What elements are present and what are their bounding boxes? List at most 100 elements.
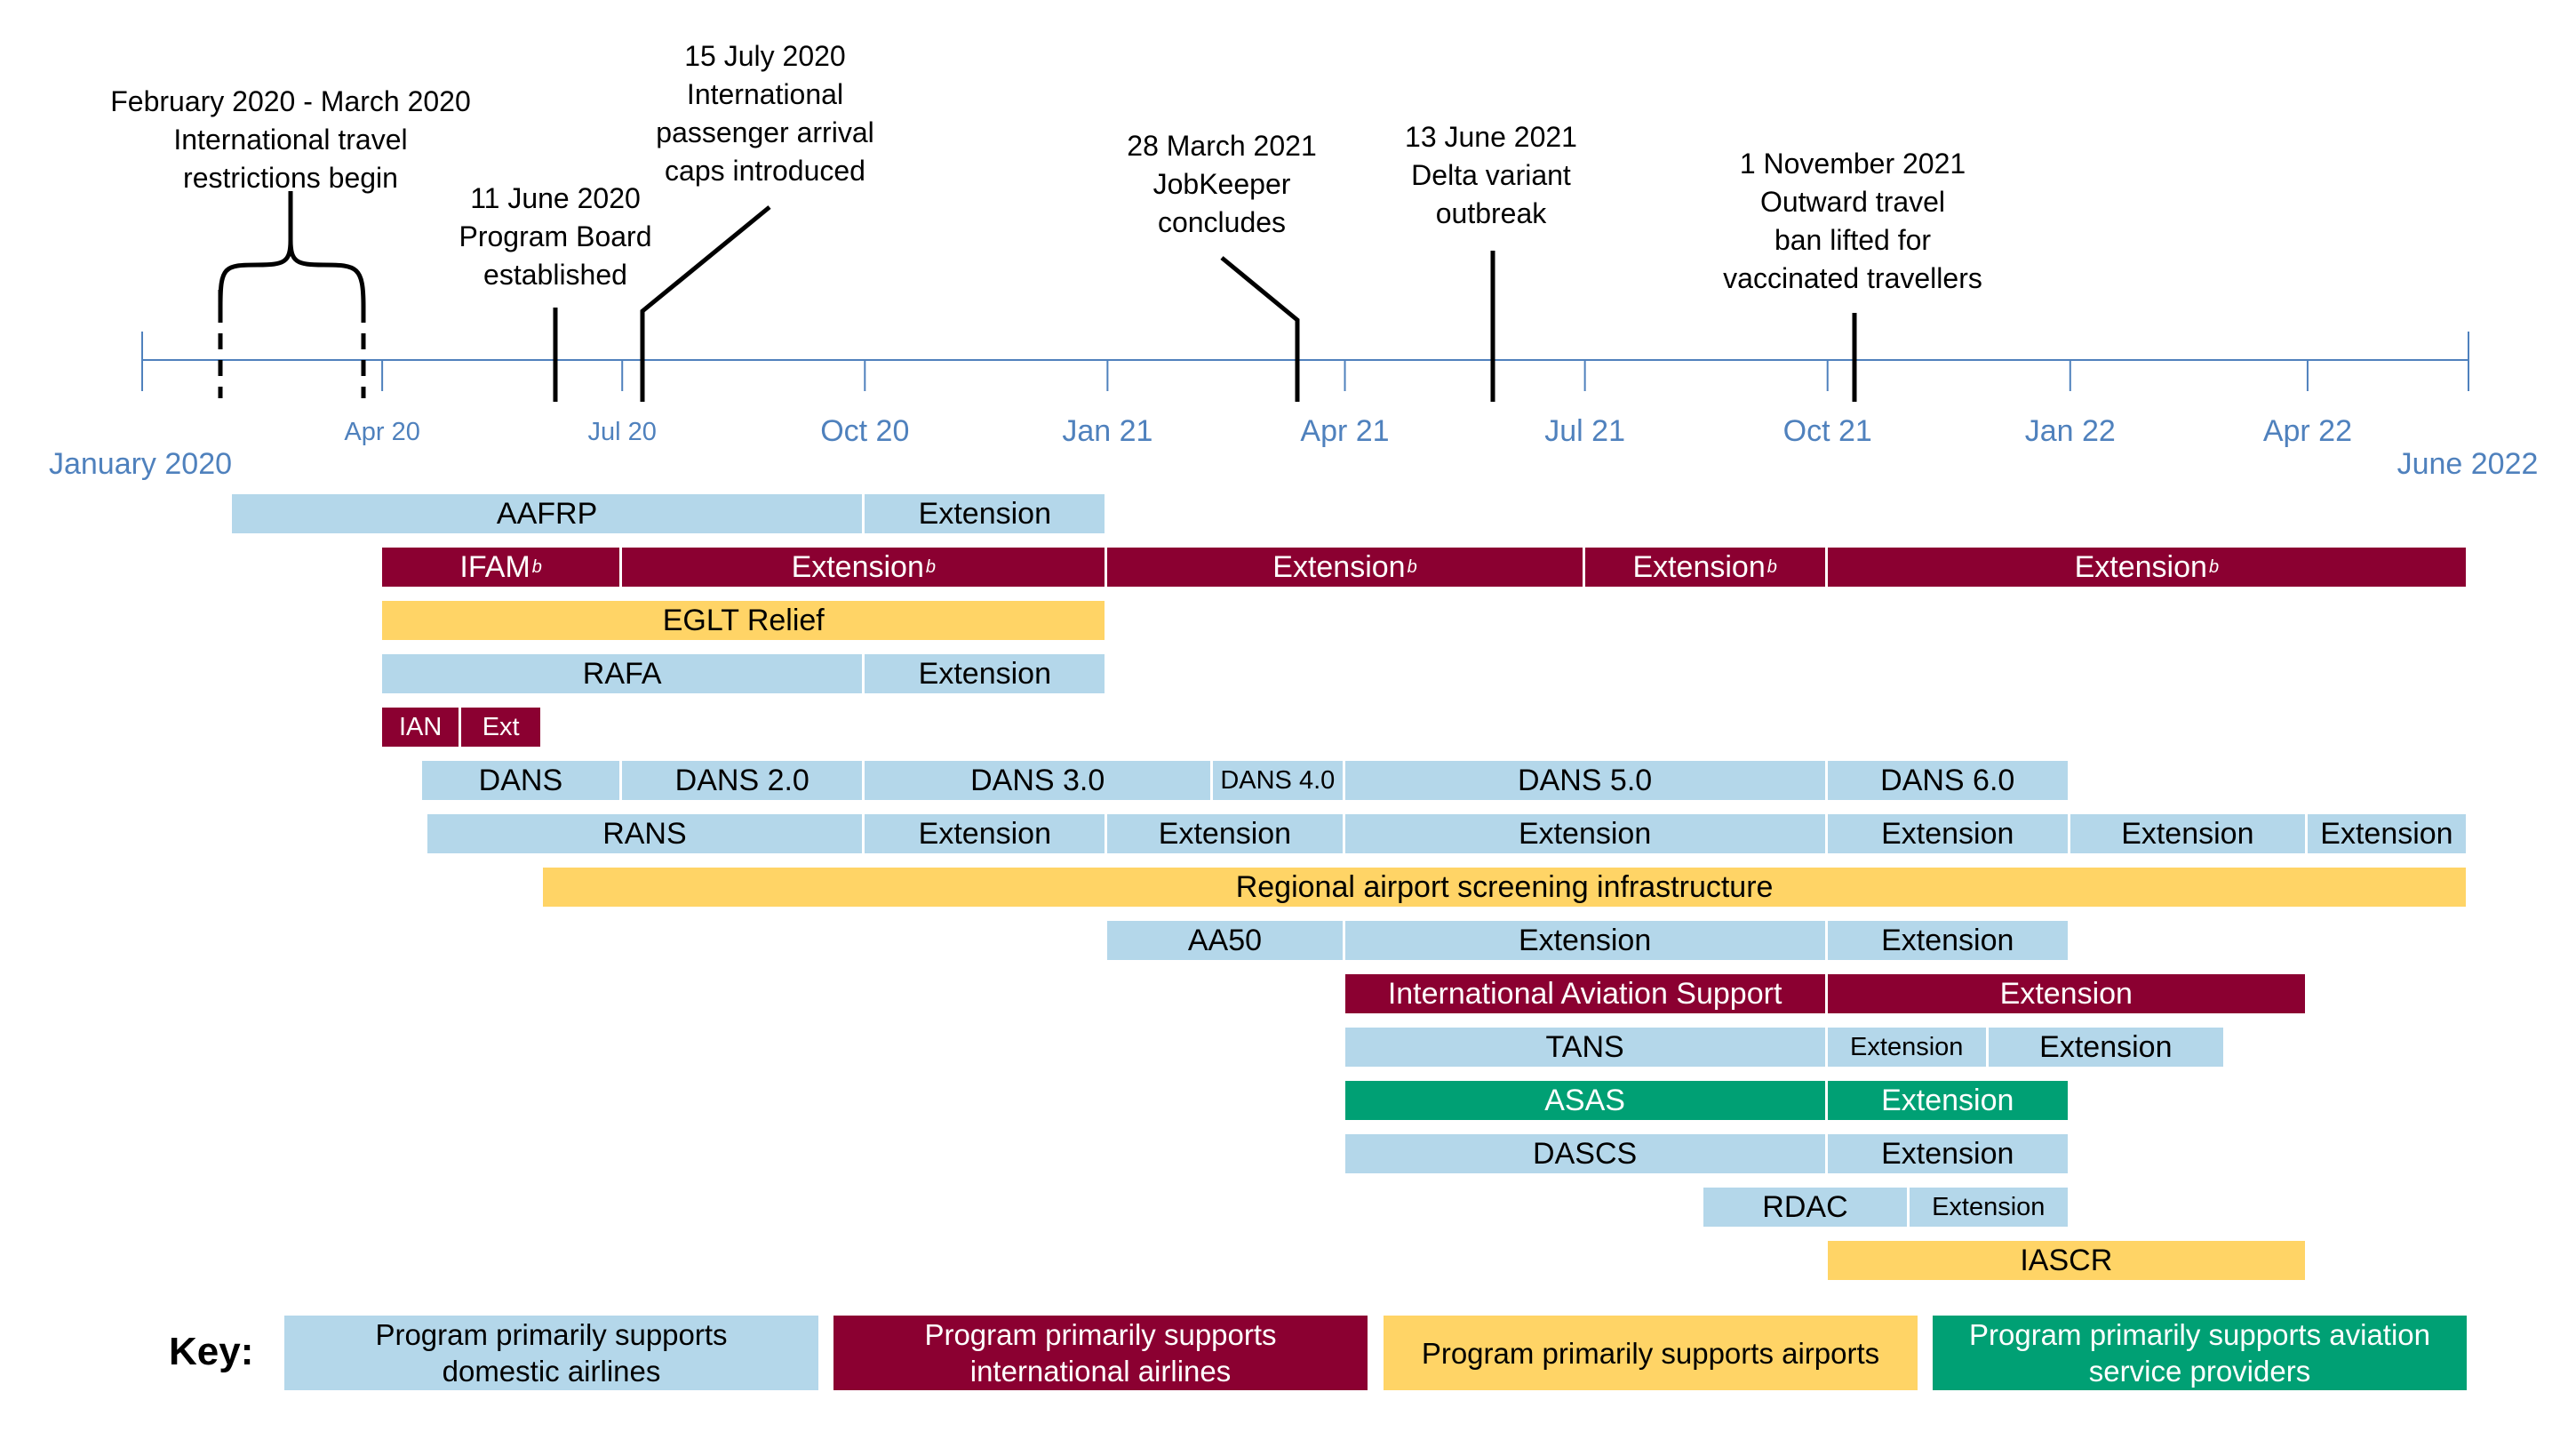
axis-tick-label: Apr 21: [1300, 414, 1390, 448]
program-bar: TANS: [1344, 1028, 1825, 1067]
program-bar-label: Extension: [1272, 549, 1406, 584]
key-item-text: Program primarily supports: [924, 1318, 1277, 1351]
event-text-line: Program Board: [459, 220, 652, 252]
key-item-airports: Program primarily supports airports: [1384, 1316, 1918, 1390]
program-bar-label: RDAC: [1762, 1189, 1848, 1224]
program-bar-label: Extension: [1632, 549, 1766, 584]
key-title: Key:: [169, 1330, 254, 1373]
program-bar: Extension: [1827, 1081, 2068, 1120]
program-bar-label: DANS 3.0: [970, 763, 1105, 797]
program-bar: DANS 3.0: [865, 761, 1211, 800]
program-bar-label: Extension: [918, 656, 1051, 691]
program-bar: RDAC: [1703, 1188, 1907, 1227]
key-item-text: service providers: [2088, 1355, 2311, 1388]
program-bar-label: Extension: [918, 496, 1051, 531]
program-bar-label: Extension: [918, 816, 1051, 851]
program-bar: Extension: [865, 654, 1105, 693]
event-text-line: concludes: [1157, 206, 1287, 238]
program-bar: ASAS: [1344, 1081, 1825, 1120]
event-text-line: February 2020 - March 2020: [110, 85, 471, 117]
program-bar-label: AA50: [1187, 923, 1263, 957]
program-bar: RAFA: [382, 654, 863, 693]
program-bar-label: Extension: [2121, 816, 2254, 851]
marker-jobkeeper: [1220, 256, 1300, 402]
program-bar: Extension: [1827, 1134, 2068, 1173]
program-bar: Extension: [1827, 814, 2068, 853]
program-bar-label: DANS 5.0: [1518, 763, 1653, 797]
event-text-line: 1 November 2021: [1739, 148, 1966, 180]
program-bar: International Aviation Support: [1344, 974, 1825, 1013]
event-text-line: vaccinated travellers: [1723, 262, 1982, 294]
event-text-line: 13 June 2021: [1405, 121, 1577, 153]
program-bar-label: DANS 6.0: [1880, 763, 2015, 797]
event-text-line: established: [483, 259, 627, 291]
event-text-line: 11 June 2020: [470, 182, 641, 214]
program-bar-label: IFAM: [459, 549, 530, 584]
key-item-text: domestic airlines: [442, 1355, 661, 1388]
program-bar-label: Extension: [2039, 1029, 2173, 1064]
axis-start-label: January 2020: [48, 447, 233, 481]
program-bar-label: Extension: [1518, 923, 1652, 957]
program-bar-label: IAN: [398, 712, 443, 741]
event-text-line: International travel: [173, 124, 408, 156]
program-bar-label: DANS 4.0: [1220, 765, 1336, 795]
program-bar: Extension: [865, 494, 1105, 533]
program-bar: AAFRP: [231, 494, 863, 533]
program-bar: Extension: [1344, 814, 1825, 853]
program-bar-label: Extension: [1881, 816, 2014, 851]
event-text-line: passenger arrival: [656, 116, 874, 148]
event-text-line: outbreak: [1435, 197, 1547, 229]
program-bar: Extension: [1909, 1188, 2068, 1227]
program-bar-label: Ext: [482, 712, 520, 741]
program-bar: DANS: [421, 761, 620, 800]
program-bar-label: International Aviation Support: [1387, 976, 1782, 1011]
program-bar-label: Extension: [2320, 816, 2453, 851]
event-text-line: ban lifted for: [1774, 224, 1932, 256]
program-bar: Extension: [1827, 1028, 1986, 1067]
program-bar: DANS 2.0: [622, 761, 863, 800]
program-bar-label: DANS: [478, 763, 563, 797]
program-bar: Extension: [1827, 974, 2305, 1013]
axis-end-label: June 2022: [2397, 447, 2539, 481]
axis-tick-label: Apr 20: [344, 418, 420, 446]
program-bar: Ext: [461, 708, 541, 747]
program-bar-label: EGLT Relief: [662, 603, 825, 637]
program-bar-label: ASAS: [1544, 1083, 1625, 1117]
program-bar-label: AAFRP: [496, 496, 598, 531]
program-bar-label: Extension: [1999, 976, 2133, 1011]
program-bar: Extension: [1344, 921, 1825, 960]
axis-tick-label: Jan 22: [2024, 414, 2116, 448]
program-bar: Extension: [2070, 814, 2305, 853]
event-text-line: JobKeeper: [1152, 168, 1291, 200]
key-item-text: Program primarily supports airports: [1421, 1336, 1880, 1370]
program-bar: Extension: [1988, 1028, 2223, 1067]
program-bar-label: TANS: [1545, 1029, 1624, 1064]
axis-tick-label: Jul 21: [1544, 414, 1625, 448]
program-bar-label: Extension: [791, 549, 924, 584]
program-bar-label: Extension: [2074, 549, 2207, 584]
axis-tick-label: Jan 21: [1062, 414, 1153, 448]
program-bar-label: IASCR: [2020, 1243, 2113, 1277]
program-bar-label: Extension: [1881, 923, 2014, 957]
program-bar: Regional airport screening infrastructur…: [543, 868, 2466, 907]
program-bar-label: RAFA: [582, 656, 662, 691]
range-brace: [218, 239, 366, 308]
program-bar-label: Extension: [1850, 1032, 1964, 1061]
program-bar-label: Regional airport screening infrastructur…: [1235, 869, 1774, 904]
program-bar: IASCR: [1827, 1241, 2305, 1280]
